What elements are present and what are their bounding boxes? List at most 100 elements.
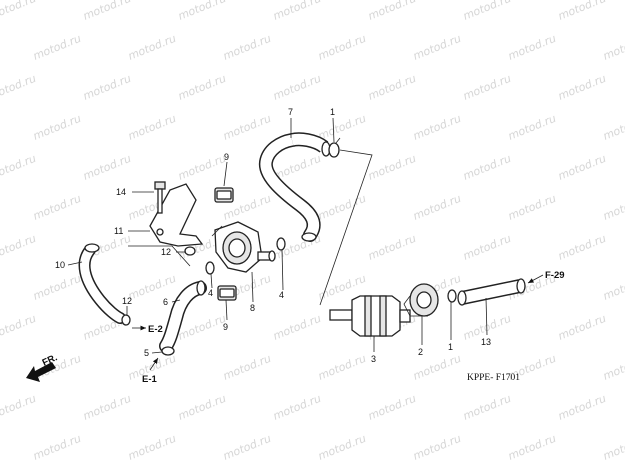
callout-14: 14 [116, 187, 126, 197]
clamp-1-right [447, 289, 457, 303]
watermark-text: motod.ru [506, 432, 558, 463]
watermark-text: motod.ru [461, 392, 513, 423]
watermark-text: motod.ru [506, 192, 558, 223]
watermark-text: motod.ru [601, 192, 625, 223]
watermark-text: motod.ru [461, 232, 513, 263]
bracket-11 [149, 183, 204, 247]
ref-e2: E-2 [148, 324, 163, 335]
watermark-text: motod.ru [176, 72, 228, 103]
valve-8 [211, 221, 276, 273]
watermark-text: motod.ru [0, 72, 38, 103]
watermark-text: motod.ru [176, 392, 228, 423]
arrow-f29 [527, 274, 544, 284]
hose-13 [457, 278, 526, 306]
dash-line-7 [319, 149, 373, 306]
callout-12-lower: 12 [122, 296, 132, 306]
clamp-4-right [276, 237, 286, 251]
watermark-text: motod.ru [221, 352, 273, 383]
clamp-12-upper [184, 246, 196, 256]
callout-11: 11 [114, 226, 123, 236]
leader-lines [67, 117, 488, 354]
watermark-text: motod.ru [316, 192, 368, 223]
callout-1-right: 1 [448, 342, 453, 352]
watermark-text: motod.ru [366, 152, 418, 183]
watermark-text: motod.ru [556, 72, 608, 103]
callout-5: 5 [144, 348, 149, 358]
watermark-text: motod.ru [601, 272, 625, 303]
watermark-text: motod.ru [0, 0, 38, 23]
clamp-1-top [328, 137, 341, 158]
clamp-5 [161, 346, 175, 356]
watermark-text: motod.ru [556, 152, 608, 183]
ref-e1: E-1 [142, 374, 158, 385]
callout-13: 13 [481, 337, 491, 347]
watermark-text: motod.ru [31, 192, 83, 223]
watermark-text: motod.ru [601, 352, 625, 383]
watermark-text: motod.ru [0, 312, 38, 343]
watermark-text: motod.ru [0, 392, 38, 423]
watermark-text: motod.ru [461, 72, 513, 103]
watermark-text: motod.ru [31, 32, 83, 63]
watermark-text: motod.ru [506, 32, 558, 63]
callout-10: 10 [55, 260, 65, 270]
hose-6 [159, 280, 207, 353]
watermark-text: motod.ru [316, 432, 368, 463]
callout-7: 7 [288, 107, 293, 117]
watermark-text: motod.ru [31, 352, 83, 383]
callout-9-bottom: 9 [223, 322, 228, 332]
watermark-text: motod.ru [316, 32, 368, 63]
watermark-text: motod.ru [556, 232, 608, 263]
watermark-text: motod.ru [126, 112, 178, 143]
callout-9-top: 9 [224, 152, 229, 162]
watermark-text: motod.ru [461, 0, 513, 23]
watermark-text: motod.ru [316, 352, 368, 383]
watermark-text: motod.ru [271, 312, 323, 343]
watermark-text: motod.ru [316, 112, 368, 143]
watermark-text: motod.ru [126, 432, 178, 463]
watermark-text: motod.ru [31, 112, 83, 143]
callout-6: 6 [163, 297, 168, 307]
watermark-text: motod.ru [81, 152, 133, 183]
valve-3 [329, 295, 411, 337]
callout-4-left: 4 [208, 288, 213, 298]
watermark-text: motod.ru [31, 432, 83, 463]
watermark-text: motod.ru [126, 32, 178, 63]
watermark-text: motod.ru [0, 152, 38, 183]
watermark-text: motod.ru [366, 0, 418, 23]
watermark-text: motod.ru [366, 72, 418, 103]
watermark-text: motod.ru [411, 432, 463, 463]
hose-10 [78, 243, 126, 324]
bolt-14 [154, 181, 166, 214]
watermark-text: motod.ru [31, 272, 83, 303]
watermark-text: motod.ru [271, 0, 323, 23]
clamp-12-lower [121, 314, 131, 326]
clamp-4-left [205, 261, 215, 275]
watermark-text: motod.ru [81, 0, 133, 23]
watermark-text: motod.ru [366, 392, 418, 423]
watermark-text: motod.ru [556, 0, 608, 23]
watermark-text: motod.ru [411, 192, 463, 223]
watermark-text: motod.ru [366, 232, 418, 263]
hose-7 [258, 132, 331, 242]
mount-2 [403, 283, 439, 317]
watermark-text: motod.ru [411, 112, 463, 143]
callout-4-right: 4 [279, 290, 284, 300]
callout-12-upper: 12 [161, 247, 171, 257]
callout-2: 2 [418, 347, 423, 357]
watermark-text: motod.ru [271, 72, 323, 103]
watermark-text: motod.ru [221, 432, 273, 463]
watermark-text: motod.ru [601, 432, 625, 463]
watermark-text: motod.ru [601, 32, 625, 63]
watermark-text: motod.ru [271, 392, 323, 423]
watermark-text: motod.ru [221, 32, 273, 63]
watermark-text: motod.ru [81, 72, 133, 103]
ref-f29: F-29 [545, 270, 565, 281]
arrow-e1 [149, 357, 159, 371]
grommet-9-bottom [217, 285, 237, 301]
callout-1-top: 1 [330, 107, 335, 117]
watermark-text: motod.ru [601, 112, 625, 143]
watermark-text: motod.ru [506, 112, 558, 143]
watermark-text: motod.ru [0, 232, 38, 263]
watermark-text: motod.ru [81, 392, 133, 423]
